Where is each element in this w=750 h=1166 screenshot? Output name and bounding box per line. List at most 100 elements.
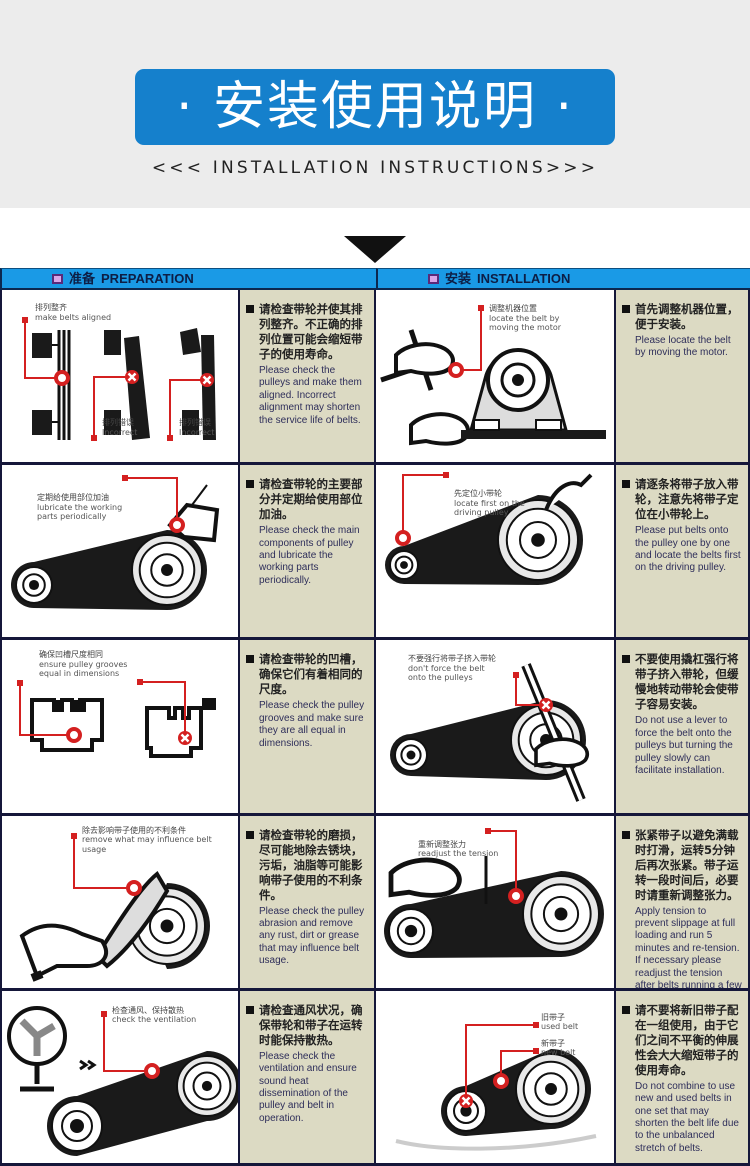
instruction-text-preparation-2: 请检查带轮的主要部分并定期给使用部位加油。Please check the ma… (240, 465, 376, 641)
callout-zh: 调整机器位置 (489, 304, 537, 313)
callout-en: make belts aligned (35, 312, 112, 322)
instruction-en: Please put belts onto the pulley one by … (635, 525, 741, 574)
callout-en: new belt (541, 1048, 576, 1058)
callout-zh: 不要强行将带子挤入带轮 (408, 654, 496, 664)
callout-en: Incorrect (102, 427, 138, 437)
instruction-en: Please check the pulleys and make them a… (259, 365, 362, 426)
instruction-text-preparation-3: 请检查带轮的凹槽，确保它们有着相同的尺度。Please check the pu… (240, 640, 376, 816)
page-title: · 安装使用说明 · (135, 69, 615, 145)
diagram-drawing (390, 663, 590, 803)
instruction-en: Please check the pulley grooves and make… (259, 700, 365, 749)
instruction-zh: 请检查带轮并使其排列整齐。不正确的排列位置可能会缩短带子的使用寿命。 (246, 302, 368, 362)
instruction-text-preparation-4: 请检查带轮的磨损，尽可能地除去锈块，污垢，油脂等可能影响带子使用的不利条件。Pl… (240, 815, 376, 991)
callout-en: Incorrect (179, 427, 215, 437)
diagram-drawing (17, 679, 216, 759)
callout-zh: 排列整齐 (35, 303, 67, 312)
instruction-en: Please check the ventilation and ensure … (259, 1050, 357, 1124)
callout-en: ensure pulley grooves equal in dimension… (39, 659, 128, 679)
diagram-drawing (22, 317, 216, 441)
instruction-zh: 请检查带轮的主要部分并定期给使用部位加油。 (246, 477, 368, 522)
section-title-zh: 安装 (445, 272, 472, 287)
callout-zh: 检查通风、保持散热 (112, 1005, 184, 1015)
callout-en: remove what may influence belt usage (82, 835, 212, 854)
instruction-zh: 请不要将新旧带子配在一组使用，由于它们之间不平衡的伸展性会大大缩短带子的使用寿命… (622, 1003, 742, 1078)
instruction-text-preparation-1: 请检查带轮并使其排列整齐。不正确的排列位置可能会缩短带子的使用寿命。Please… (240, 290, 376, 466)
instruction-text-installation-3: 不要使用撬杠强行将带子挤入带轮，但缓慢地转动带轮会使带子容易安装。Do not … (616, 640, 750, 816)
section-title-en: INSTALLATION (477, 271, 571, 286)
callout-en: lubricate the working parts periodically (37, 502, 123, 522)
diagram-drawing (7, 1005, 238, 1156)
callout-zh: 排列错误 (102, 418, 134, 427)
callout-zh: 先定位小带轮 (454, 489, 502, 499)
section-header-preparation: 准备 PREPARATION (0, 268, 376, 290)
instruction-text-preparation-5: 请检查通风状况，确保带轮和带子在运转时能保持散热。Please check th… (240, 990, 376, 1166)
instruction-zh: 首先调整机器位置，便于安装。 (622, 302, 742, 332)
page-subtitle: <<< INSTALLATION INSTRUCTIONS>>> (151, 158, 599, 178)
square-icon (428, 274, 439, 284)
instruction-en: Please check the main components of pull… (259, 525, 360, 586)
instruction-en: Do not use a lever to force the belt ont… (635, 715, 733, 777)
section-header-installation: 安装 INSTALLATION (376, 268, 750, 290)
instruction-text-installation-5: 请不要将新旧带子配在一组使用，由于它们之间不平衡的伸展性会大大缩短带子的使用寿命… (616, 990, 750, 1166)
diagram-drawing (11, 475, 220, 611)
callout-zh: 定期给使用部位加油 (37, 493, 109, 503)
down-arrow-icon (344, 236, 406, 263)
instruction-zh: 不要使用撬杠强行将带子挤入带轮，但缓慢地转动带轮会使带子容易安装。 (622, 652, 742, 712)
callout-en: readjust the tension (418, 849, 499, 859)
instruction-text-installation-4: 张紧带子以避免满载时打滑，运转5分钟后再次张紧。带子运转一段时间后，必要时请重新… (616, 815, 750, 991)
instruction-en: Apply tension to prevent slippage at ful… (635, 905, 742, 991)
callout-zh: 旧带子 (541, 1012, 565, 1022)
title-band: · 安装使用说明 · <<< INSTALLATION INSTRUCTIONS… (0, 0, 750, 208)
instruction-zh: 张紧带子以避免满载时打滑，运转5分钟后再次张紧。带子运转一段时间后，必要时请重新… (622, 828, 742, 903)
callout-en: don't force the belt onto the pulleys (408, 663, 485, 683)
section-title-zh: 准备 (69, 272, 96, 287)
diagram-drawing (19, 832, 210, 982)
instruction-zh: 请逐条将带子放入带轮，注意先将带子定位在小带轮上。 (622, 477, 742, 522)
callout-en: used belt (541, 1022, 579, 1032)
instruction-en: Please locate the belt by moving the mot… (635, 335, 731, 359)
instruction-text-installation-2: 请逐条将带子放入带轮，注意先将带子定位在小带轮上。Please put belt… (616, 465, 750, 641)
section-title-en: PREPARATION (101, 271, 194, 286)
callout-zh: 重新调整张力 (418, 839, 466, 849)
diagram-drawing (384, 827, 604, 958)
callout-zh: 排列错误 (179, 418, 211, 427)
instruction-en: Do not combine to use new and used belts… (635, 1080, 739, 1154)
instruction-text-installation-1: 首先调整机器位置，便于安装。 Please locate the belt by … (616, 290, 750, 466)
callout-en: locate first on the driving pulley (454, 498, 525, 518)
instruction-zh: 请检查带轮的凹槽，确保它们有着相同的尺度。 (246, 652, 368, 697)
diagram-drawing (395, 1021, 597, 1151)
instruction-zh: 请检查带轮的磨损，尽可能地除去锈块，污垢，油脂等可能影响带子使用的不利条件。 (246, 828, 368, 903)
diagram-drawing (380, 305, 606, 446)
callout-en: locate the belt by moving the motor (489, 313, 562, 333)
callout-zh: 除去影响带子使用的不利条件 (82, 825, 186, 835)
square-icon (52, 274, 63, 284)
diagram-drawing (385, 472, 593, 586)
callout-zh: 新带子 (541, 1038, 565, 1048)
instruction-en: Please check the pulley abrasion and rem… (259, 905, 365, 967)
callout-zh: 确保凹槽尺度相同 (39, 650, 103, 660)
callout-en: check the ventilation (112, 1015, 197, 1025)
instruction-zh: 请检查通风状况，确保带轮和带子在运转时能保持散热。 (246, 1003, 368, 1048)
